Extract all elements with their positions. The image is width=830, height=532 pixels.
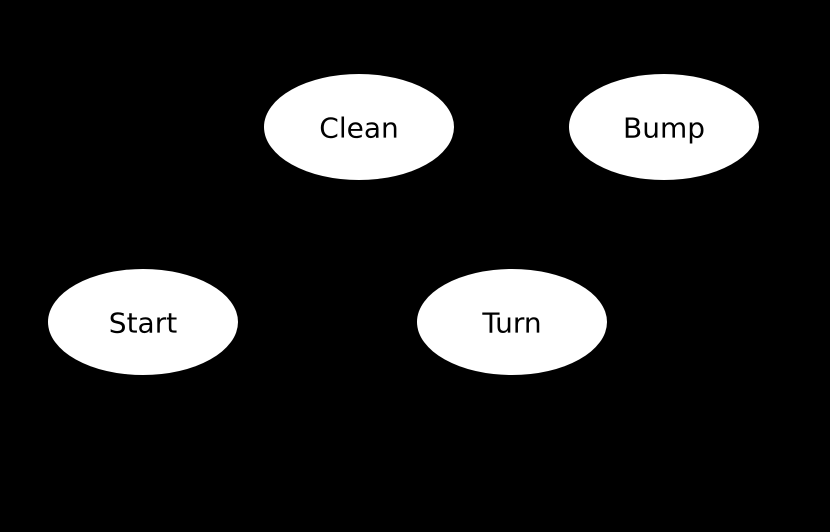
node-turn[interactable]: Turn bbox=[417, 269, 607, 375]
node-bump-label: Bump bbox=[623, 112, 705, 145]
node-bump-shape[interactable] bbox=[569, 74, 759, 180]
node-bump[interactable]: Bump bbox=[569, 74, 759, 180]
node-clean[interactable]: Clean bbox=[264, 74, 454, 180]
node-clean-shape[interactable] bbox=[264, 74, 454, 180]
node-start-label: Start bbox=[109, 307, 177, 340]
node-start-shape[interactable] bbox=[48, 269, 238, 375]
node-turn-shape[interactable] bbox=[417, 269, 607, 375]
node-turn-label: Turn bbox=[481, 307, 541, 340]
node-clean-label: Clean bbox=[319, 112, 398, 145]
node-start[interactable]: Start bbox=[48, 269, 238, 375]
